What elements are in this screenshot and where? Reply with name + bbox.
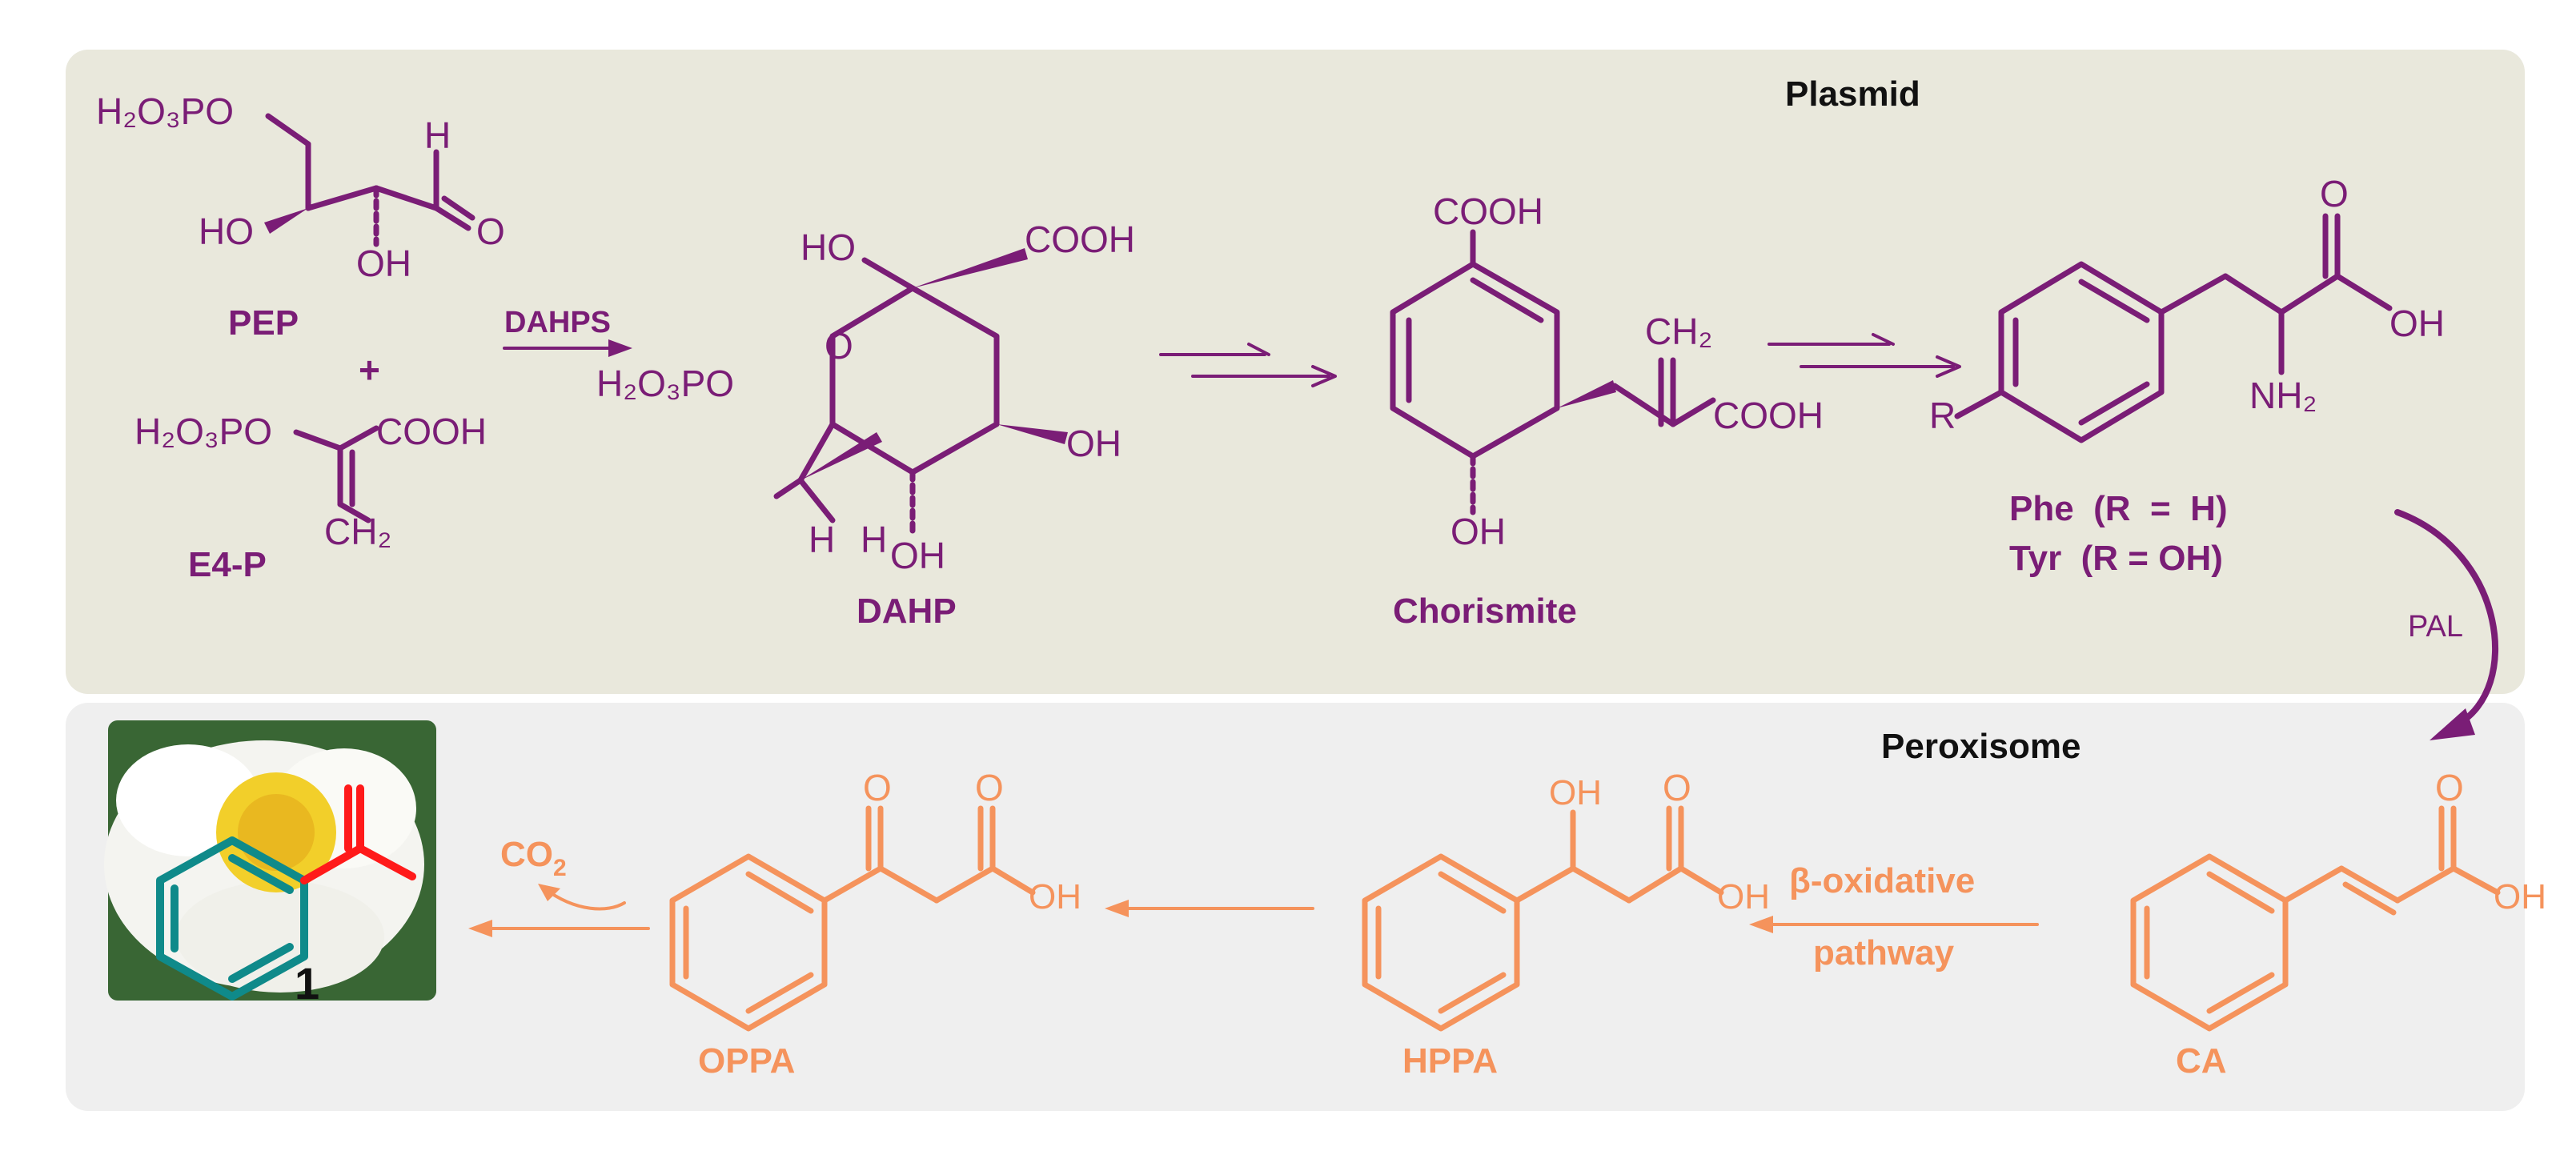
e4p-cooh-label: COOH	[376, 411, 487, 452]
ca-carbonyl-o: O	[2435, 767, 2464, 808]
phe-tyr-structure	[1954, 213, 2393, 443]
oppa-carbonyl-o: O	[975, 767, 1004, 808]
pep-structure	[264, 113, 475, 247]
tyr-name: Tyr (R = OH)	[2009, 539, 2223, 578]
e4p-phosphate-label: H₂O₃PO	[134, 411, 272, 452]
phe-oh-label: OH	[2389, 303, 2445, 344]
plastid-panel	[66, 50, 2525, 694]
peroxisome-label: Peroxisome	[1881, 727, 2080, 766]
dahp-ho-label: HO	[800, 227, 856, 268]
ca-name: CA	[2176, 1041, 2227, 1081]
chorismite-structure	[1390, 229, 1716, 515]
phe-nh2-label: NH₂	[2249, 375, 2317, 416]
phe-r-label: R	[1929, 395, 1956, 436]
dahp-oh-right: OH	[1066, 423, 1121, 464]
dahp-phosphate-label: H₂O₃PO	[596, 363, 734, 404]
chorismite-cooh-top: COOH	[1433, 190, 1543, 232]
e4p-ch2-label: CH₂	[324, 511, 391, 552]
pep-oh-label: OH	[356, 243, 411, 284]
pep-phosphate-label: H₂O₃PO	[96, 90, 234, 132]
co2-base: CO	[500, 835, 553, 874]
dahp-name: DAHP	[857, 592, 957, 631]
e4p-structure	[293, 425, 379, 523]
ca-oh-label: OH	[2494, 877, 2546, 916]
hppa-carbonyl-o: O	[1663, 767, 1691, 808]
hppa-oh-top: OH	[1549, 773, 1602, 812]
dahp-oh-bottom: OH	[890, 535, 945, 576]
ca-structure	[2130, 805, 2501, 1032]
co2-label: CO2	[500, 835, 567, 881]
multistep-arrow-1	[1159, 343, 1337, 387]
plus-sign: +	[359, 349, 380, 391]
oppa-structure	[669, 805, 1036, 1032]
pathway-label: pathway	[1813, 933, 1955, 973]
plastid-structures	[264, 113, 2499, 740]
chorismite-ch2-label: CH₂	[1645, 311, 1712, 352]
beta-oxidative-label: β-oxidative	[1789, 861, 1975, 900]
oppa-ketone-o: O	[863, 767, 892, 808]
co2-release-arc	[543, 887, 626, 911]
peroxisome-structures	[468, 805, 2501, 1032]
co2-subscript: 2	[553, 855, 567, 881]
chorismite-oh-label: OH	[1451, 511, 1506, 552]
dahp-h-left: H	[809, 519, 835, 560]
pep-aldehyde-h: H	[424, 114, 451, 156]
pep-ho-label: HO	[199, 211, 254, 252]
multistep-arrow-2	[1767, 333, 1961, 378]
pep-aldehyde-o: O	[476, 211, 505, 252]
dahps-enzyme-label: DAHPS	[504, 306, 611, 339]
flower-product-image	[104, 720, 436, 1001]
phe-carbonyl-o: O	[2320, 173, 2349, 215]
pal-enzyme-label: PAL	[2408, 610, 2463, 644]
dahp-h-right: H	[861, 519, 887, 560]
oppa-oh-label: OH	[1029, 877, 1081, 916]
chorismite-cooh-right: COOH	[1713, 395, 1824, 436]
hppa-oh-right: OH	[1717, 877, 1770, 916]
oppa-name: OPPA	[698, 1041, 795, 1081]
chorismite-name: Chorismite	[1393, 592, 1577, 631]
dahp-structure	[773, 248, 1068, 539]
product-number: 1	[295, 958, 319, 1009]
dahp-ring-o: O	[825, 325, 853, 367]
pal-arrow	[2394, 509, 2499, 728]
plastid-label: Plasmid	[1785, 74, 1920, 114]
hppa-name: HPPA	[1402, 1041, 1498, 1081]
e4p-name: E4-P	[188, 545, 267, 584]
phe-name: Phe (R = H)	[2009, 489, 2228, 528]
hppa-structure	[1362, 805, 1724, 1032]
dahp-cooh-label: COOH	[1025, 219, 1135, 260]
pep-name: PEP	[228, 303, 299, 343]
